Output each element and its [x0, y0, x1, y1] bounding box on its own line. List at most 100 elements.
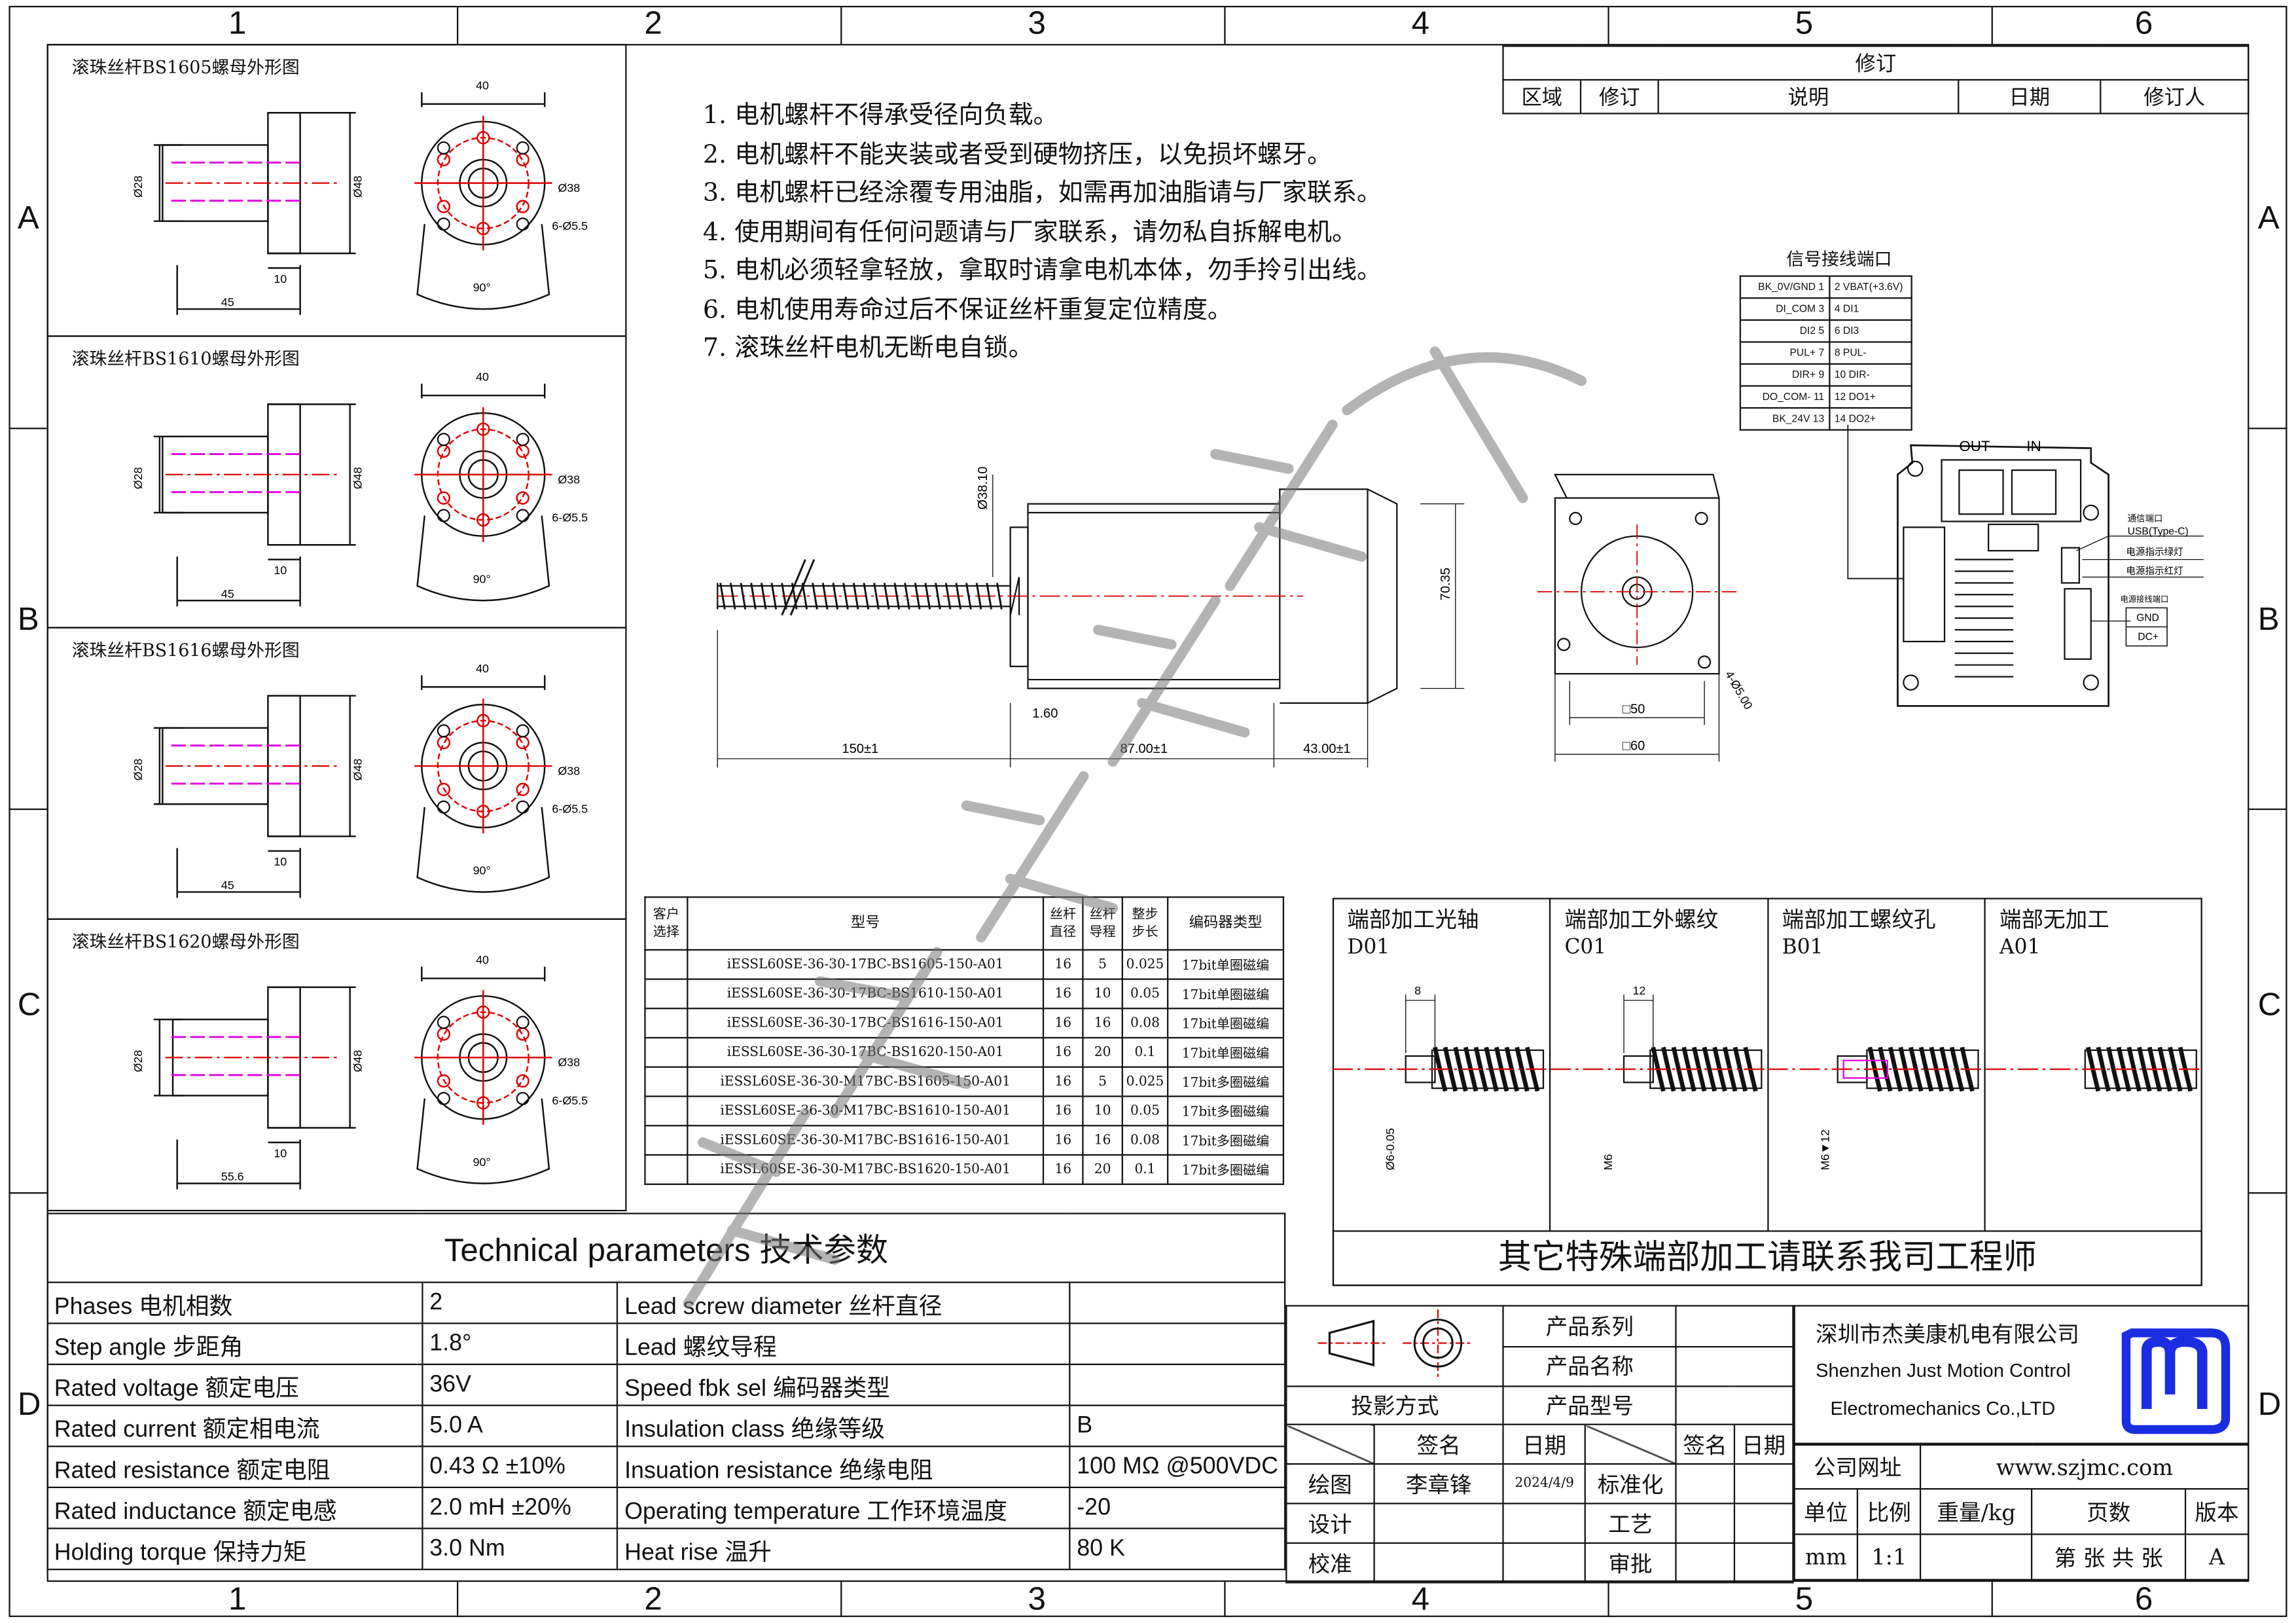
select-cell[interactable] [644, 1154, 689, 1185]
note: 6. 电机使用寿命过后不保证丝杆重复定位精度。 [702, 295, 1232, 325]
param-value: 80 K [1069, 1527, 1286, 1571]
end-option-title: 端部无加工 [1999, 906, 2109, 934]
end-length-dim: 12 [1632, 984, 1645, 997]
note: 7. 滚珠丝杆电机无断电自锁。 [702, 334, 1033, 363]
select-cell[interactable] [644, 978, 689, 1010]
select-cell[interactable] [644, 1125, 689, 1156]
hub-diameter-dim: Ø28 [132, 1050, 145, 1072]
end-processing-footer: 其它特殊端部加工请联系我司工程师 [1332, 1230, 2202, 1286]
model-header-cell: 型号 [687, 896, 1045, 951]
nut-length-dim: 45 [221, 296, 234, 309]
standard-label: 标准化 [1584, 1463, 1677, 1504]
select-cell[interactable] [644, 1008, 689, 1039]
end-length-dim: 8 [1414, 984, 1421, 997]
revision-title: 修订 [1502, 45, 2250, 81]
motor-drawing: 150±1 87.00±1 43.00±1 1.60 Ø38.10 70.35 … [717, 467, 1755, 768]
model-cell: 17bit单圈磁编 [1167, 1036, 1285, 1068]
diameter-dim: Ø38.10 [976, 467, 990, 510]
end-thread-dim: M6 [1601, 1154, 1614, 1171]
screw-length-dim: 150±1 [842, 742, 878, 756]
company-site: www.szjmc.com [1920, 1444, 2250, 1490]
param-value [1069, 1322, 1286, 1366]
weight-label: 重量/kg [1920, 1487, 2033, 1535]
param-value: 3.0 Nm [422, 1527, 619, 1571]
scale-label: 比例 [1856, 1487, 1922, 1535]
note: 4. 使用期间有任何问题请与厂家联系，请勿私自拆解电机。 [702, 217, 1357, 247]
param-label: Phases 电机相数 [46, 1281, 424, 1324]
model-cell: 16 [1042, 1095, 1084, 1127]
select-cell[interactable] [644, 1066, 689, 1097]
select-cell[interactable] [644, 949, 689, 980]
rev-header: 修订人 [2100, 79, 2250, 115]
version-label: 版本 [2184, 1487, 2250, 1535]
draw-label: 绘图 [1285, 1463, 1375, 1504]
notes-list: 1. 电机螺杆不得承受径向负载。 2. 电机螺杆不能夹装或者受到硬物挤压，以免损… [703, 97, 1382, 369]
end-option-code: D01 [1347, 936, 1390, 960]
signal-title: 信号接线端口 [1786, 249, 1892, 270]
end-option-drawing: M6▼12 [1767, 1046, 1984, 1171]
green-led-label: 电源指示绿灯 [2126, 547, 2183, 558]
nut-length-dim: 45 [221, 587, 234, 600]
zone-tick [840, 5, 842, 45]
zone-row-label: B [17, 600, 39, 638]
model-cell: iESSL60SE-36-30-17BC-BS1610-150-A01 [687, 978, 1045, 1010]
zone-tick [1607, 1582, 1609, 1617]
model-cell: 16 [1042, 1154, 1084, 1185]
zone-column-label: 2 [644, 4, 662, 41]
hub-diameter-dim: Ø28 [132, 467, 145, 489]
note: 5. 电机必须轻拿轻放，拿取时请拿电机本体，勿手拎引出线。 [702, 256, 1382, 286]
driver-back-view: OUT IN 通信端口 USB(Type-C) 电源指示绿灯 电源指示红灯 电源… [1847, 424, 2204, 707]
note: 1. 电机螺杆不得承受径向负载。 [702, 101, 1058, 131]
zone-tick [1607, 5, 1609, 45]
zone-column-label: 5 [1795, 4, 1814, 41]
select-cell[interactable] [644, 1036, 689, 1068]
model-cell: iESSL60SE-36-30-M17BC-BS1616-150-A01 [687, 1125, 1045, 1156]
model-cell: 16 [1082, 1008, 1123, 1039]
pin-left: PUL+ 7 [1739, 341, 1831, 365]
end-option-title: 端部加工外螺纹 [1564, 906, 1719, 934]
zone-tick [9, 808, 47, 811]
zone-column-label: 3 [1028, 4, 1046, 41]
pin-right: 2 VBAT(+3.6V) [1828, 275, 1912, 299]
param-label: Heat rise 温升 [617, 1527, 1071, 1571]
nut-length-dim: 45 [221, 879, 234, 892]
param-label: Holding torque 保持力矩 [46, 1527, 424, 1571]
note: 3. 电机螺杆已经涂覆专用油脂，如需再加油脂请与厂家联系。 [702, 178, 1382, 208]
model-cell: 17bit多圈磁编 [1167, 1125, 1285, 1156]
zone-row-label: A [17, 199, 39, 236]
red-led-label: 电源指示红灯 [2126, 566, 2183, 577]
select-cell[interactable] [644, 1095, 689, 1127]
unit-label: 单位 [1793, 1487, 1859, 1535]
zone-tick [2249, 428, 2287, 429]
zone-tick [1991, 1582, 1993, 1617]
zone-tick [1224, 1582, 1226, 1617]
zone-tick [9, 428, 47, 429]
model-cell: 16 [1042, 1125, 1084, 1156]
projection-label: 投影方式 [1285, 1385, 1505, 1425]
param-label: Rated current 额定相电流 [46, 1404, 424, 1448]
square50-dim: □50 [1623, 702, 1645, 717]
model-cell: 16 [1082, 1125, 1123, 1156]
param-value: B [1069, 1404, 1286, 1448]
end-option-title: 端部加工螺纹孔 [1782, 906, 1936, 934]
zone-row-label: C [17, 985, 41, 1023]
nut-drawing-title: 滚珠丝杆BS1610螺母外形图 [71, 348, 300, 369]
param-value: 5.0 A [422, 1404, 619, 1448]
in-label: IN [2026, 438, 2041, 454]
zone-column-label: 6 [2134, 4, 2153, 41]
pin-right: 12 DO1+ [1828, 385, 1912, 409]
top-width-dim: 40 [476, 953, 489, 966]
check-label: 校准 [1285, 1542, 1375, 1584]
param-label: Operating temperature 工作环境温度 [617, 1486, 1071, 1529]
